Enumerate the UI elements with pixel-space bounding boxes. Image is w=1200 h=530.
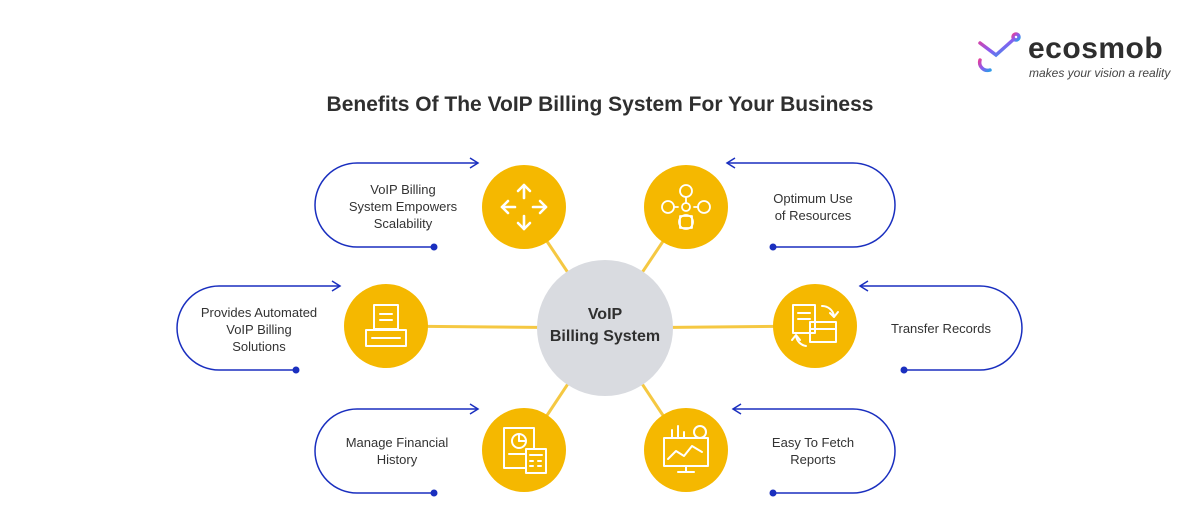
outline-shapes: [176, 157, 1023, 494]
arrow-resources: [725, 157, 736, 169]
label-line: Optimum Use: [773, 191, 853, 206]
dot-reports: [769, 489, 777, 497]
label-line: Scalability: [373, 216, 433, 231]
receipt-printer-icon: [365, 304, 407, 347]
node-financial: [482, 408, 566, 492]
label-line: of Resources: [774, 208, 852, 223]
label-line: Solutions: [232, 339, 286, 354]
node-resources: [644, 165, 728, 249]
financial-calculator-icon: [503, 427, 547, 474]
report-dashboard-icon: [663, 425, 709, 473]
arrow-scalability: [469, 157, 480, 169]
label-line: History: [376, 452, 418, 467]
resource-network-icon: [661, 184, 711, 230]
arrow-reports: [731, 403, 742, 415]
center-label-line1: VoIP: [587, 306, 623, 323]
dot-scalability: [430, 243, 438, 251]
arrow-transfer: [858, 280, 869, 292]
label-transfer: Transfer Records: [876, 320, 1006, 337]
label-reports: Easy To Fetch Reports: [748, 434, 878, 468]
center-circle: [537, 260, 673, 396]
label-scalability: VoIP Billing System Empowers Scalability: [338, 181, 468, 232]
outline-financial: [314, 408, 478, 494]
center-label-line2: Billing System: [549, 328, 661, 345]
arrow-financial: [469, 403, 480, 415]
outline-dots: [292, 243, 908, 497]
label-line: System Empowers: [348, 199, 458, 214]
outline-automated: [176, 285, 340, 371]
brand-name: ecosmob: [1028, 32, 1164, 65]
outline-resources: [727, 162, 896, 248]
brand-tagline: makes your vision a reality: [1029, 66, 1171, 80]
arrow-automated: [331, 280, 342, 292]
label-line: VoIP Billing: [370, 182, 436, 197]
arrows-expand-icon: [500, 183, 548, 231]
outline-reports: [733, 408, 896, 494]
label-line: VoIP Billing: [226, 322, 292, 337]
dot-resources: [769, 243, 777, 251]
outline-transfer: [860, 285, 1023, 371]
node-automated: [344, 284, 428, 368]
ecosmob-logo-icon: [977, 32, 1021, 74]
label-line: Transfer Records: [891, 321, 991, 336]
node-reports: [644, 408, 728, 492]
center-label: VoIP Billing System: [536, 304, 674, 348]
label-resources: Optimum Use of Resources: [748, 190, 878, 224]
outline-scalability: [314, 162, 478, 248]
dot-automated: [292, 366, 300, 374]
label-line: Manage Financial: [345, 435, 449, 450]
label-financial: Manage Financial History: [332, 434, 462, 468]
label-line: Provides Automated: [200, 305, 318, 320]
dot-financial: [430, 489, 438, 497]
dot-transfer: [900, 366, 908, 374]
label-line: Reports: [790, 452, 836, 467]
label-line: Easy To Fetch: [771, 435, 855, 450]
brand-logo: ecosmob makes your vision a reality: [972, 30, 1172, 80]
page-title: Benefits Of The VoIP Billing System For …: [326, 93, 874, 116]
transfer-documents-icon: [791, 304, 839, 347]
label-automated: Provides Automated VoIP Billing Solution…: [190, 304, 328, 355]
node-scalability: [482, 165, 566, 249]
